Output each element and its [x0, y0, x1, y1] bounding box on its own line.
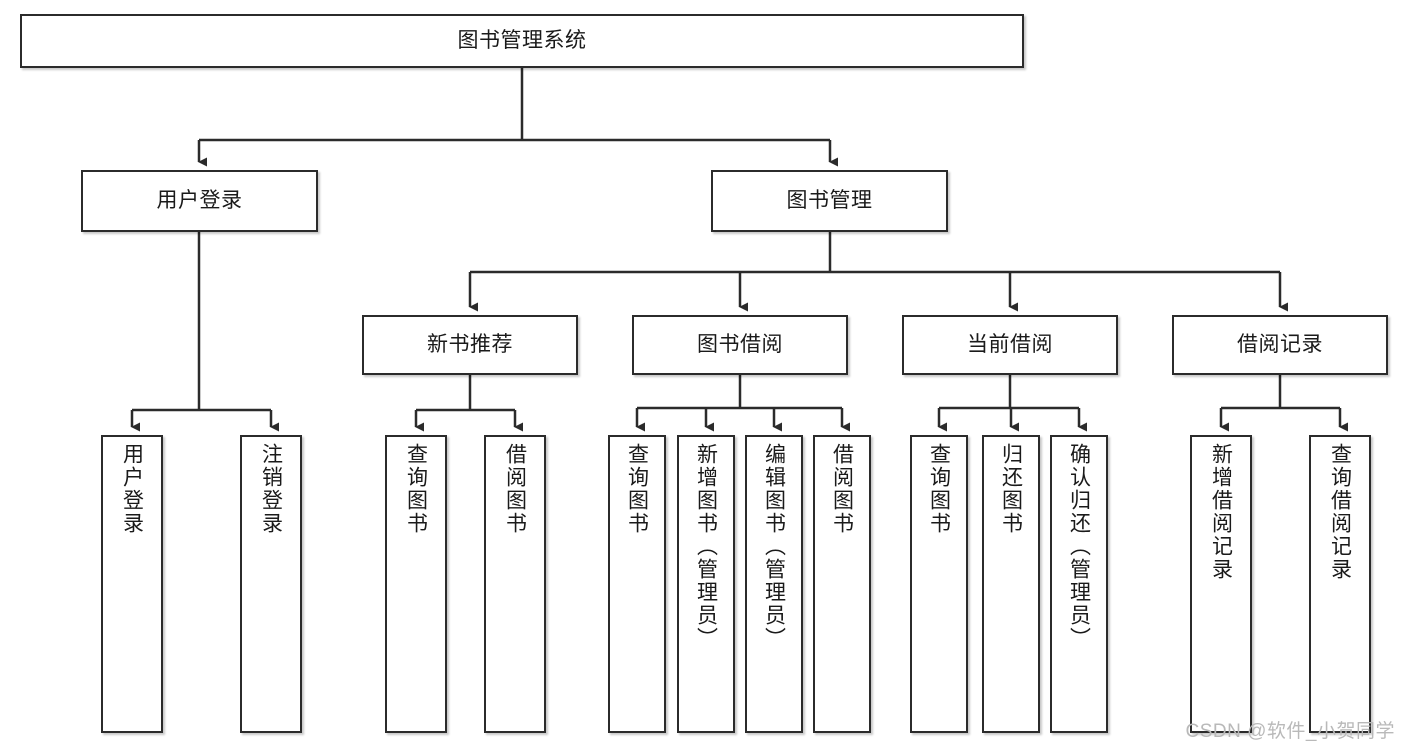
node-label: 借阅图书 — [503, 443, 527, 535]
node-label: 编辑图书（管理员） — [762, 443, 786, 650]
leaf-user-login[interactable]: 用户登录 — [101, 435, 163, 733]
node-label: 查询图书 — [404, 443, 428, 535]
node-label: 确认归还（管理员） — [1067, 443, 1091, 650]
leaf-add-record[interactable]: 新增借阅记录 — [1190, 435, 1252, 733]
node-label: 图书管理 — [786, 188, 873, 212]
node-label: 图书借阅 — [697, 332, 783, 356]
node-label: 新增借阅记录 — [1209, 443, 1233, 581]
watermark-text: CSDN @软件_小贺同学 — [1185, 721, 1395, 742]
node-root-system[interactable]: 图书管理系统 — [20, 14, 1024, 68]
node-label: 当前借阅 — [967, 332, 1053, 356]
leaf-logout[interactable]: 注销登录 — [240, 435, 302, 733]
leaf-query-record[interactable]: 查询借阅记录 — [1309, 435, 1371, 733]
node-label: 借阅记录 — [1237, 332, 1323, 356]
leaf-query-book-3[interactable]: 查询图书 — [910, 435, 968, 733]
node-book-borrow[interactable]: 图书借阅 — [632, 315, 848, 375]
node-label: 新书推荐 — [427, 332, 513, 356]
leaf-borrow-book-1[interactable]: 借阅图书 — [484, 435, 546, 733]
node-label: 用户登录 — [156, 188, 243, 212]
node-label: 查询图书 — [625, 443, 649, 535]
node-book-manage[interactable]: 图书管理 — [711, 170, 948, 232]
node-new-book-recommend[interactable]: 新书推荐 — [362, 315, 578, 375]
leaf-query-book-1[interactable]: 查询图书 — [385, 435, 447, 733]
node-label: 新增图书（管理员） — [694, 443, 718, 650]
node-user-login[interactable]: 用户登录 — [81, 170, 318, 232]
node-label: 查询借阅记录 — [1328, 443, 1352, 581]
node-label: 查询图书 — [927, 443, 951, 535]
node-borrow-record[interactable]: 借阅记录 — [1172, 315, 1388, 375]
leaf-borrow-book-2[interactable]: 借阅图书 — [813, 435, 871, 733]
leaf-add-book[interactable]: 新增图书（管理员） — [677, 435, 735, 733]
leaf-return-book[interactable]: 归还图书 — [982, 435, 1040, 733]
leaf-query-book-2[interactable]: 查询图书 — [608, 435, 666, 733]
node-label: 归还图书 — [999, 443, 1023, 535]
node-label: 图书管理系统 — [457, 28, 587, 52]
leaf-edit-book[interactable]: 编辑图书（管理员） — [745, 435, 803, 733]
node-current-borrow[interactable]: 当前借阅 — [902, 315, 1118, 375]
node-label: 注销登录 — [259, 443, 283, 535]
node-label: 用户登录 — [120, 443, 144, 535]
leaf-confirm-return[interactable]: 确认归还（管理员） — [1050, 435, 1108, 733]
node-label: 借阅图书 — [830, 443, 854, 535]
